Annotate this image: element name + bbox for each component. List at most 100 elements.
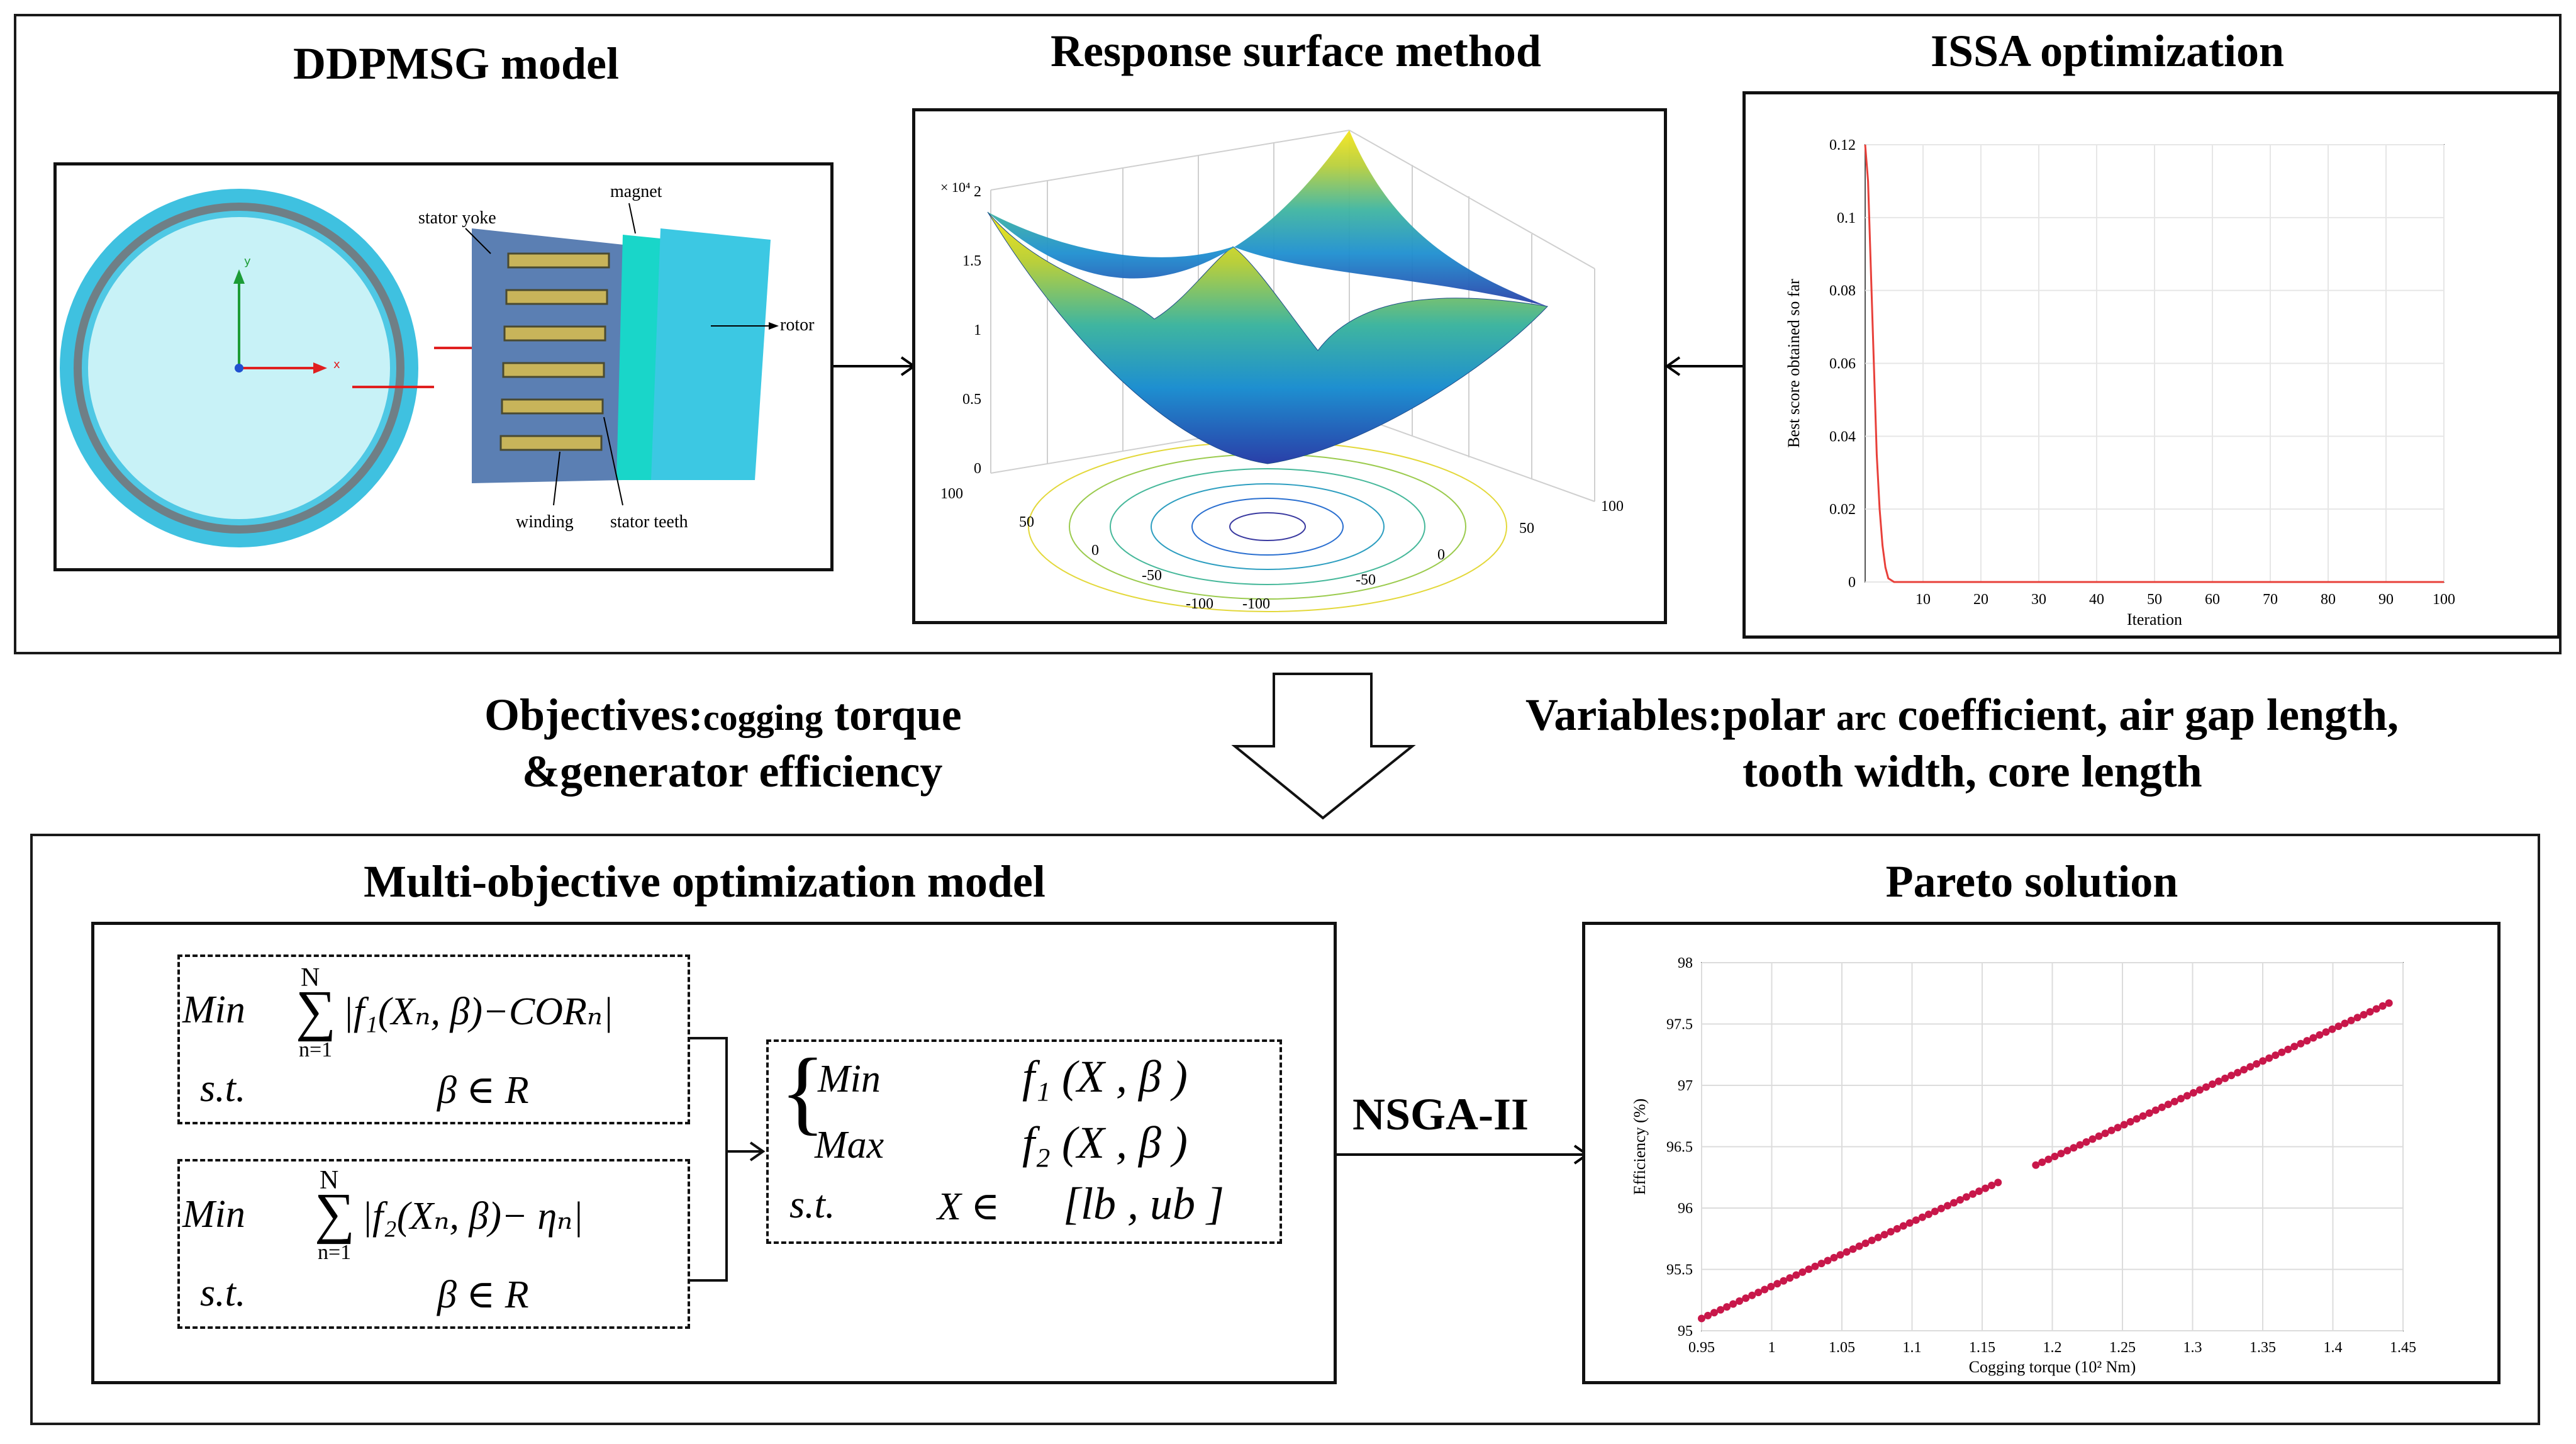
- pareto-point: [2088, 1135, 2097, 1143]
- issa-x-tick: 80: [2321, 591, 2336, 608]
- pareto-point: [1874, 1233, 1882, 1241]
- ddpmsg-drawing: y x stator yoke magnet rotor winding sta…: [60, 182, 815, 547]
- pareto-point: [2372, 1005, 2380, 1013]
- model-title: Multi-objective optimization model: [364, 856, 1045, 907]
- pareto-x-tick: 1.05: [1829, 1340, 1855, 1356]
- pareto-point: [1798, 1268, 1807, 1276]
- issa-y-tick: 0: [1848, 574, 1856, 591]
- pareto-x-tick: 1.15: [1969, 1340, 1995, 1356]
- pareto-point: [2189, 1089, 2197, 1097]
- bracket-connector: [689, 1037, 766, 1282]
- rsm-contours: [1028, 441, 1507, 612]
- pareto-point: [1817, 1260, 1826, 1268]
- svg-text:0: 0: [974, 461, 981, 477]
- pareto-point: [2107, 1126, 2116, 1134]
- label-magnet: magnet: [610, 182, 662, 201]
- rsm-x-ticks: 100 50 0 -50 -100: [940, 486, 1213, 612]
- ddpmsg-title: DDPMSG model: [293, 38, 619, 89]
- eq2-min: Min: [182, 1193, 245, 1236]
- issa-y-tick: 0.06: [1829, 356, 1856, 372]
- pareto-point: [1830, 1253, 1838, 1262]
- pareto-point: [1988, 1182, 1996, 1189]
- pareto-point: [1805, 1265, 1813, 1273]
- pareto-point: [1880, 1231, 1888, 1239]
- pareto-point: [2353, 1014, 2361, 1022]
- pareto-point: [2366, 1008, 2374, 1016]
- pareto-point: [2278, 1048, 2286, 1056]
- variables-line-1: Variables:polar arc coefficient, air gap…: [1525, 690, 2399, 740]
- pareto-x-tick: 1.25: [2109, 1340, 2136, 1356]
- svg-text:1: 1: [974, 322, 981, 339]
- svg-text:0: 0: [1091, 542, 1099, 559]
- pareto-x-tick: 1.3: [2183, 1340, 2202, 1356]
- svg-text:-50: -50: [1356, 572, 1376, 588]
- pareto-point: [1824, 1257, 1832, 1265]
- pareto-point: [2228, 1072, 2236, 1080]
- label-rotor: rotor: [780, 315, 815, 335]
- issa-title: ISSA optimization: [1930, 26, 2285, 76]
- rsm-title: Response surface method: [1051, 26, 1541, 76]
- pareto-point: [1792, 1271, 1800, 1279]
- pareto-point: [2234, 1068, 2242, 1077]
- svg-text:-100: -100: [1242, 596, 1270, 612]
- svg-text:1.5: 1.5: [962, 253, 981, 269]
- label-stator-teeth: stator teeth: [610, 512, 688, 532]
- eq1-n1: n=1: [299, 1038, 333, 1061]
- eq3-bounds: [lb , ub ]: [1063, 1178, 1225, 1229]
- pareto-point: [2145, 1109, 2153, 1117]
- pareto-point: [2378, 1002, 2387, 1010]
- svg-text:100: 100: [940, 486, 963, 502]
- pareto-point: [1975, 1187, 1983, 1195]
- pareto-point: [2328, 1025, 2336, 1033]
- pareto-y-tick: 98: [1678, 955, 1693, 971]
- pareto-x-tick: 1.1: [1903, 1340, 1922, 1356]
- eq1-st: s.t.: [200, 1067, 246, 1110]
- pareto-point: [1811, 1262, 1819, 1270]
- eq2-sum: N: [320, 1166, 339, 1195]
- eq3-max: Max: [815, 1124, 884, 1167]
- pareto-point: [2070, 1144, 2078, 1152]
- pareto-point: [2297, 1039, 2305, 1048]
- pareto-point: [2215, 1077, 2222, 1085]
- pareto-point: [2253, 1060, 2261, 1068]
- pareto-point: [1855, 1242, 1863, 1250]
- pareto-point: [1912, 1216, 1920, 1224]
- svg-text:2: 2: [974, 184, 981, 200]
- rsm-y-ticks: -100 -50 0 50 100: [1242, 498, 1624, 612]
- pareto-point: [1723, 1303, 1731, 1311]
- svg-text:0: 0: [1437, 547, 1445, 563]
- pareto-point: [1924, 1211, 1932, 1218]
- pareto-point: [1868, 1236, 1876, 1245]
- pareto-x-tick: 1.4: [2324, 1340, 2343, 1356]
- pareto-point: [2032, 1161, 2040, 1169]
- pareto-point: [1704, 1311, 1712, 1319]
- issa-x-tick: 40: [2089, 591, 2104, 608]
- eq1-body: |f₁(Xₙ, β)−CORₙ|: [343, 990, 614, 1033]
- issa-x-tick: 50: [2147, 591, 2162, 608]
- issa-x-tick: 100: [2433, 591, 2455, 608]
- pareto-point: [1710, 1309, 1718, 1317]
- pareto-point: [1786, 1274, 1794, 1282]
- pareto-point: [1994, 1178, 2002, 1187]
- arrow-model-to-pareto: [1337, 1145, 1590, 1165]
- eq1-constraint: β ∈ R: [437, 1069, 529, 1112]
- pareto-point: [2284, 1045, 2292, 1053]
- variables-line-2: tooth width, core length: [1742, 746, 2202, 797]
- pareto-point: [1969, 1190, 1977, 1198]
- pareto-point: [1780, 1277, 1788, 1285]
- pareto-point: [2341, 1019, 2349, 1027]
- pareto-point: [2265, 1054, 2273, 1062]
- pareto-x-tick: 1.35: [2250, 1340, 2276, 1356]
- pareto-point: [1736, 1297, 1744, 1305]
- issa-y-tick: 0.08: [1829, 283, 1856, 299]
- pareto-point: [2170, 1097, 2178, 1105]
- pareto-point: [1905, 1219, 1914, 1227]
- eq1-sigma: ∑: [296, 980, 337, 1042]
- pareto-point: [2101, 1129, 2109, 1138]
- pareto-point: [2209, 1080, 2216, 1089]
- pareto-x-tick: 1.45: [2390, 1340, 2416, 1356]
- pareto-point: [2240, 1066, 2248, 1074]
- pareto-point: [2044, 1155, 2053, 1163]
- pareto-point: [2151, 1106, 2160, 1114]
